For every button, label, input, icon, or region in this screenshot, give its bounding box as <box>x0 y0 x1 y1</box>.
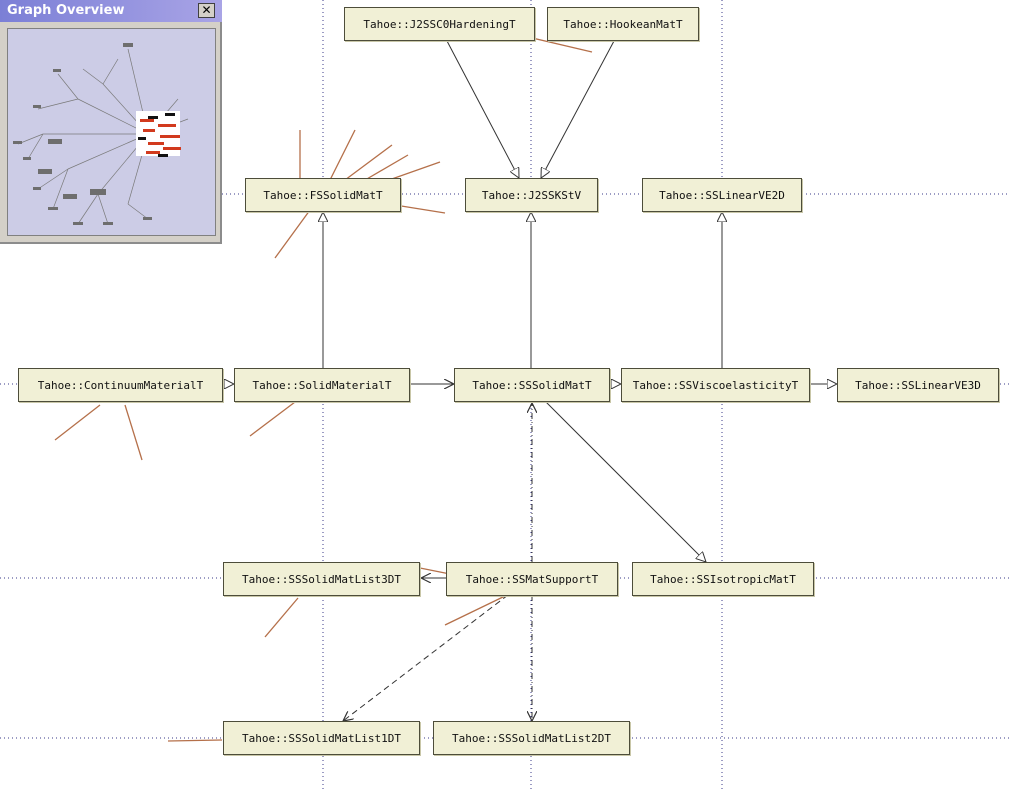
class-node-fssolidmat[interactable]: Tahoe::FSSolidMatT <box>245 178 401 212</box>
class-node-sssolidmatlist3d[interactable]: Tahoe::SSSolidMatList3DT <box>223 562 420 596</box>
class-node-sssolidmatlist2d[interactable]: Tahoe::SSSolidMatList2DT <box>433 721 630 755</box>
edge-hookean-to-j2sskstv <box>541 40 615 178</box>
offscreen-edge <box>329 129 356 181</box>
overview-minimap[interactable] <box>7 28 216 236</box>
class-node-hookeanmat[interactable]: Tahoe::HookeanMatT <box>547 7 699 41</box>
offscreen-edge <box>264 597 299 638</box>
class-node-sssolidmat[interactable]: Tahoe::SSSolidMatT <box>454 368 610 402</box>
class-node-solidmaterial[interactable]: Tahoe::SolidMaterialT <box>234 368 410 402</box>
offscreen-edge <box>274 209 311 259</box>
class-node-sssolidmatlist1d[interactable]: Tahoe::SSSolidMatList1DT <box>223 721 420 755</box>
close-icon: ✕ <box>201 3 212 17</box>
offscreen-edge <box>54 404 101 441</box>
class-node-sslinearve2d[interactable]: Tahoe::SSLinearVE2D <box>642 178 802 212</box>
offscreen-edge <box>444 595 506 626</box>
edge-j2ssc0-to-j2sskstv <box>446 40 519 178</box>
edge-sssupport-to-sslist1d <box>343 594 509 721</box>
overview-title: Graph Overview <box>7 3 125 18</box>
offscreen-edge <box>249 401 296 437</box>
offscreen-edge <box>344 144 393 181</box>
edge-sssolid-to-ssisotropic <box>545 401 706 562</box>
class-node-j2ssc0hardening[interactable]: Tahoe::J2SSC0HardeningT <box>344 7 535 41</box>
offscreen-edge <box>124 404 143 461</box>
graph-overview-window[interactable]: Graph Overview ✕ <box>0 0 222 244</box>
graph-edges <box>223 40 837 721</box>
class-node-ssisotropicmat[interactable]: Tahoe::SSIsotropicMatT <box>632 562 814 596</box>
offscreen-edge <box>419 567 451 575</box>
offscreen-edge <box>167 739 223 742</box>
minimap-graph <box>13 43 189 225</box>
offscreen-edge <box>394 204 446 214</box>
class-node-ssviscoelasticity[interactable]: Tahoe::SSViscoelasticityT <box>621 368 810 402</box>
class-node-sslinearve3d[interactable]: Tahoe::SSLinearVE3D <box>837 368 999 402</box>
overview-close-button[interactable]: ✕ <box>198 3 215 18</box>
class-node-ssmatsupport[interactable]: Tahoe::SSMatSupportT <box>446 562 618 596</box>
class-node-j2sskstv[interactable]: Tahoe::J2SSKStV <box>465 178 598 212</box>
class-node-continuummaterial[interactable]: Tahoe::ContinuumMaterialT <box>18 368 223 402</box>
overview-title-bar[interactable]: Graph Overview <box>0 0 222 22</box>
